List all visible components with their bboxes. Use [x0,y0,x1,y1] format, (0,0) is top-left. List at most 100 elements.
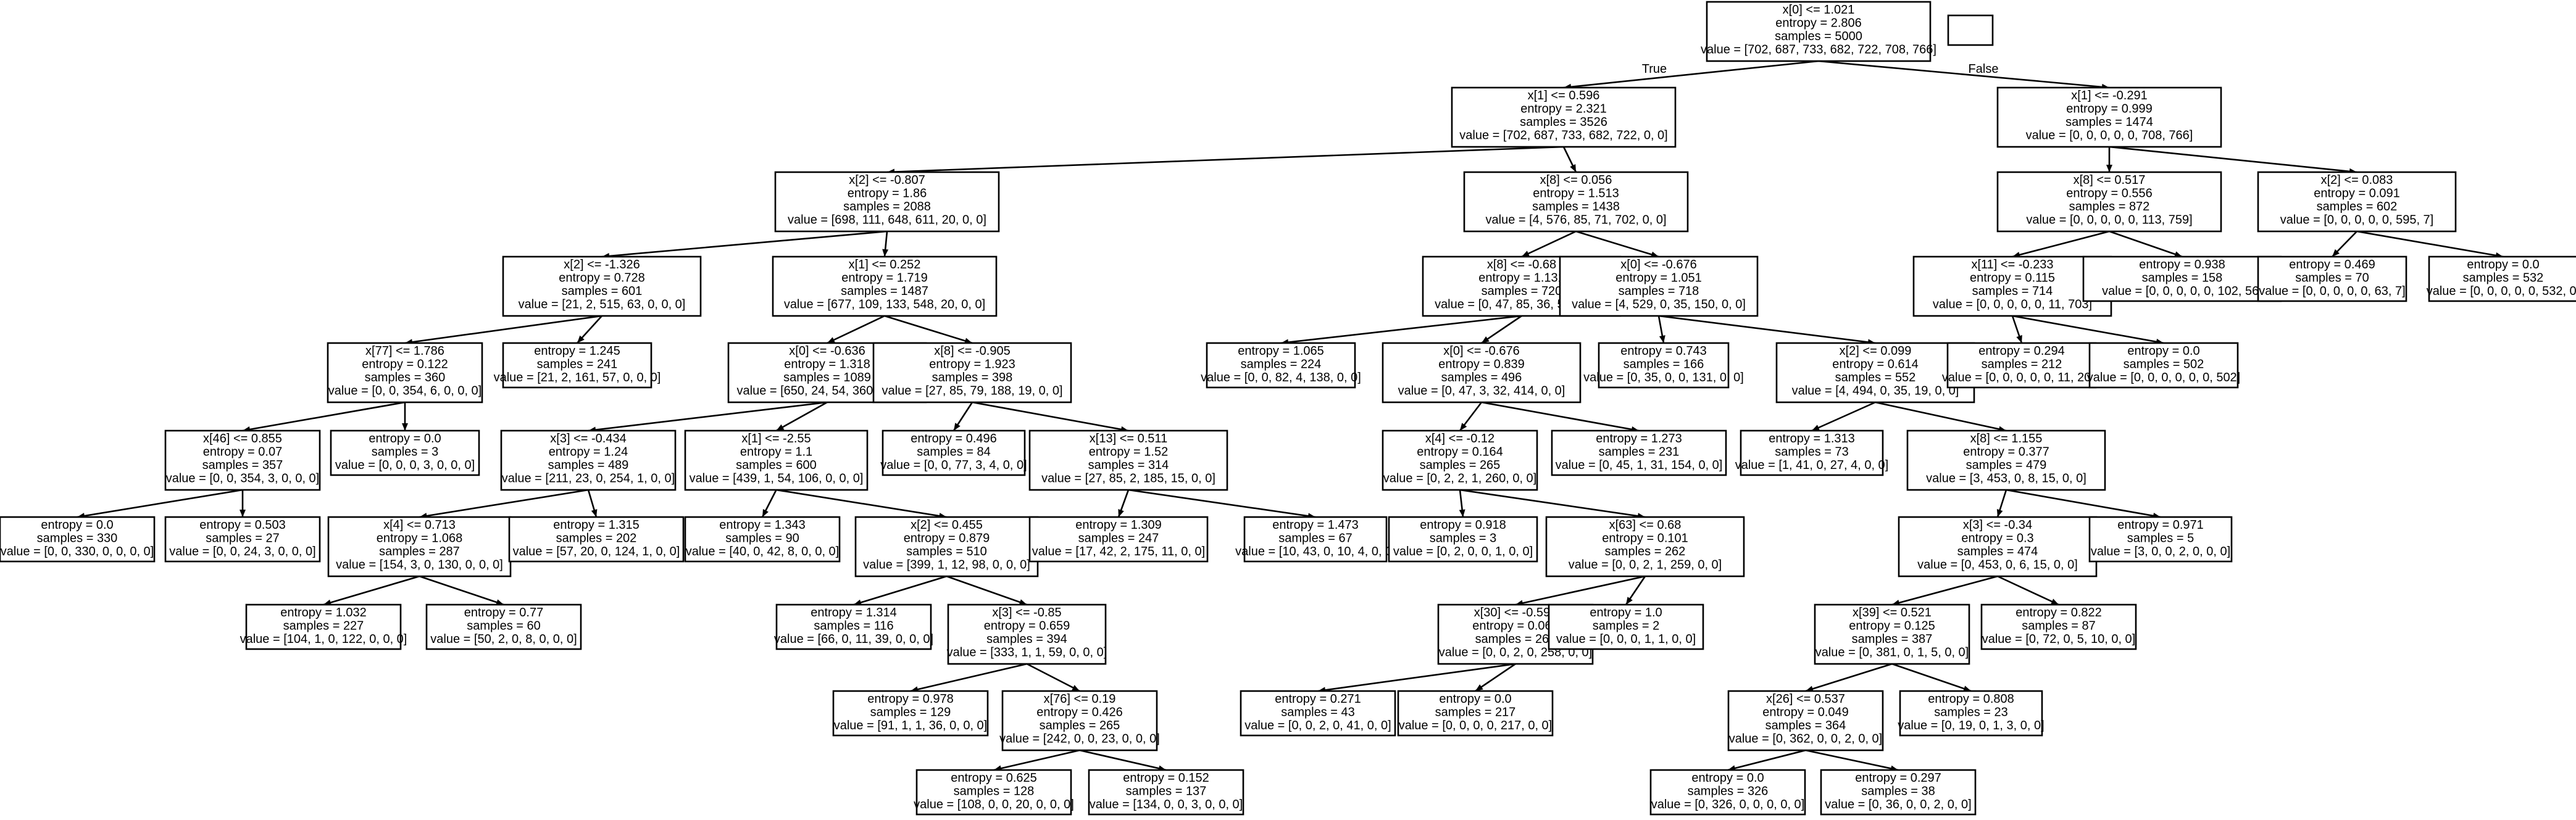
tree-edge [1891,575,1998,606]
node-text-line: entropy = 0.728 [559,271,645,285]
node-text-line: entropy = 0.377 [1963,445,2049,459]
node-text-line: entropy = 0.0 [1439,692,1511,706]
tree-edge [601,230,888,258]
node-box [1899,690,2043,737]
tree-edge [2006,489,2161,518]
node-text-line: samples = 90 [725,532,799,545]
node-text-line: samples = 3 [372,445,438,459]
node-text-line: entropy = 0.297 [1855,771,1941,785]
node-text-line: entropy = 0.743 [1620,344,1707,358]
branch-label-false: False [1969,62,1999,76]
node-box [330,429,480,476]
node-text-line: entropy = 1.068 [377,532,463,545]
node-text-line: samples = 552 [1835,371,1916,384]
node-text-line: samples = 70 [2295,271,2369,285]
tree-edge [1727,749,1806,771]
node-text-line: samples = 387 [1852,632,1933,646]
node-text-line: samples = 224 [1241,358,1322,371]
node-text-line: value = [0, 2, 0, 0, 1, 0, 0] [1393,545,1533,558]
tree-edge [1575,230,1659,258]
node-text-line: x[4] <= -0.12 [1425,432,1494,445]
node-text-line: samples = 600 [736,458,817,472]
node-text-line: entropy = 1.315 [553,518,640,532]
node-text-line: entropy = 1.923 [929,358,1015,371]
node-text-line: entropy = 1.0 [1590,606,1662,619]
node-box [684,516,841,563]
node-text-line: value = [17, 42, 2, 175, 11, 0, 0] [1032,545,1205,558]
node-text-line: entropy = 0.426 [1036,706,1123,719]
node-box [1243,516,1388,563]
node-text-line: x[1] <= -2.55 [741,432,811,445]
node-text-line: samples = 231 [1599,445,1680,459]
node-text-line: value = [0, 0, 0, 0, 217, 0, 0] [1399,719,1553,732]
node-text-line: samples = 496 [1441,371,1522,384]
node-text-line: value = [3, 0, 0, 2, 0, 0, 0] [2091,545,2230,558]
node-text-line: x[0] <= -0.676 [1620,258,1696,271]
node-text-line: value = [0, 0, 24, 3, 0, 0, 0] [169,545,315,558]
node-text-line: entropy = 0.918 [1420,518,1506,532]
node-text-line: value = [0, 36, 0, 0, 2, 0, 0] [1825,798,1971,811]
node-text-line: samples = 5 [2127,532,2194,545]
node-text-line: entropy = 0.049 [1762,706,1849,719]
node-box [1001,690,1158,752]
node-text-line: entropy = 1.24 [549,445,628,459]
node-text-line: entropy = 0.271 [1275,692,1361,706]
node-text-line: value = [702, 687, 733, 682, 722, 0, 0] [1459,129,1668,143]
node-text-line: samples = 227 [283,619,364,633]
node-text-line: value = [21, 2, 161, 57, 0, 0, 0] [494,371,661,384]
node-text-line: entropy = 1.86 [848,187,927,201]
tree-edge [1317,663,1516,692]
node-text-line: samples = 2088 [843,200,931,213]
node-text-line: samples = 720 [1482,284,1562,298]
node-text-line: entropy = 0.614 [1832,358,1919,371]
node-text-line: samples = 2 [1593,619,1659,633]
node-box [1727,690,1884,752]
node-text-line: entropy = 0.556 [2066,187,2153,201]
node-box [915,769,1072,816]
node-text-line: entropy = 1.051 [1615,271,1702,285]
node-box [1820,769,1977,816]
tree-edge [419,575,504,606]
tree-edge-arrowhead [1570,164,1576,172]
node-text-line: samples = 84 [917,445,991,459]
node-text-line: entropy = 0.091 [2314,187,2400,201]
node-text-line: samples = 360 [365,371,446,384]
tree-edge [1128,489,1316,518]
node-text-line: value = [0, 19, 0, 1, 3, 0, 0] [1898,719,2044,732]
node-text-line: x[8] <= 1.155 [1970,432,2043,445]
node-text-line: entropy = 0.065 [1472,619,1559,633]
tree-edge-arrowhead [762,509,769,517]
node-text-line: entropy = 0.496 [911,432,997,445]
node-box [1206,342,1356,389]
node-text-line: value = [333, 1, 1, 59, 0, 0, 0] [947,646,1107,660]
tree-edge [910,663,1027,692]
node-text-line: samples = 330 [37,532,118,545]
node-text-line: value = [0, 0, 2, 1, 259, 0, 0] [1569,558,1722,572]
node-text-line: samples = 241 [537,358,618,371]
tree-edge [776,489,947,518]
node-box [1996,86,2222,148]
tree-edge [323,575,420,606]
node-text-line: samples = 43 [1281,706,1355,719]
tree-edge [1805,749,1899,771]
node-text-line: entropy = 0.101 [1602,532,1688,545]
node-box [1598,342,1730,389]
node-text-line: value = [66, 0, 11, 39, 0, 0, 0] [774,632,933,646]
node-text-line: value = [10, 43, 0, 10, 4, 0, 0] [1235,545,1396,558]
node-text-line: value = [27, 85, 2, 185, 15, 0, 0] [1041,472,1215,486]
